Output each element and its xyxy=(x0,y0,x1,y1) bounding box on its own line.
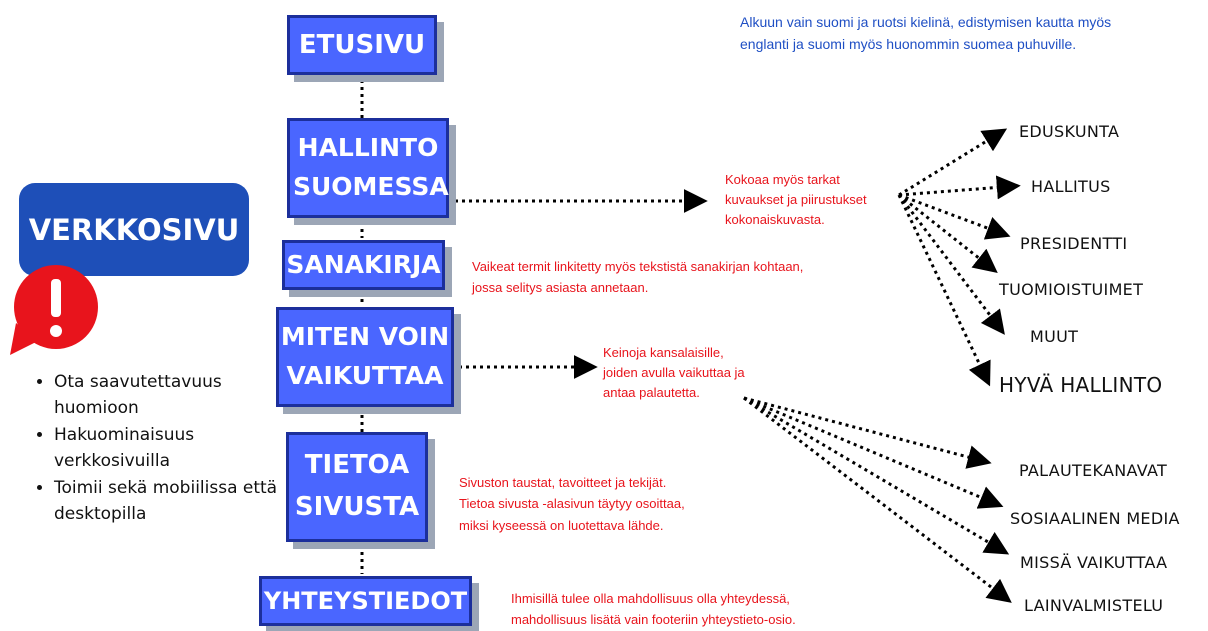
topic-hyva-hallinto[interactable]: HYVÄ HALLINTO xyxy=(999,373,1163,397)
topic-missa-vaikuttaa[interactable]: MISSÄ VAIKUTTAA xyxy=(1020,553,1168,572)
requirement-item: Toimii sekä mobiilissa että desktopilla xyxy=(54,476,284,527)
exclamation-bubble-icon xyxy=(10,265,98,355)
hallinto-note: Kokoaa myös tarkat kuvaukset ja piirustu… xyxy=(725,172,867,228)
language-note: Alkuun vain suomi ja ruotsi kielinä, edi… xyxy=(740,14,1112,52)
topic-presidentti[interactable]: PRESIDENTTI xyxy=(1020,234,1128,253)
sanakirja-note: Vaikeat termit linkitetty myös tekstistä… xyxy=(472,259,804,296)
topic-muut[interactable]: MUUT xyxy=(1030,327,1079,346)
yhteystiedot-note: Ihmisillä tulee olla mahdollisuus olla y… xyxy=(511,591,796,628)
topic-eduskunta[interactable]: EDUSKUNTA xyxy=(1019,122,1120,141)
topic-palautekanavat[interactable]: PALAUTEKANAVAT xyxy=(1019,461,1168,480)
page-box-sanakirja[interactable]: SANAKIRJA xyxy=(282,240,445,290)
page-title-card: VERKKOSIVU xyxy=(19,183,249,276)
tietoa-note: Sivuston taustat, tavoitteet ja tekijät.… xyxy=(459,475,685,533)
requirements-list: Ota saavutettavuus huomioon Hakuominaisu… xyxy=(32,370,284,529)
topic-sosiaalinen-media[interactable]: SOSIAALINEN MEDIA xyxy=(1010,509,1180,528)
topic-lainvalmistelu[interactable]: LAINVALMISTELU xyxy=(1024,596,1164,615)
page-box-yhteystiedot[interactable]: YHTEYSTIEDOT xyxy=(259,576,472,626)
requirement-item: Hakuominaisuus verkkosivuilla xyxy=(54,423,284,474)
topic-hallitus[interactable]: HALLITUS xyxy=(1031,177,1111,196)
topic-tuomioistuimet[interactable]: TUOMIOISTUIMET xyxy=(999,280,1144,299)
vaikuttaa-note: Keinoja kansalaisille, joiden avulla vai… xyxy=(603,345,745,401)
page-box-etusivu[interactable]: ETUSIVU xyxy=(287,15,437,75)
page-title: VERKKOSIVU xyxy=(28,212,240,247)
page-box-tietoa-sivusta[interactable]: TIETOA SIVUSTA xyxy=(286,432,428,542)
requirement-item: Ota saavutettavuus huomioon xyxy=(54,370,284,421)
page-box-hallinto-suomessa[interactable]: HALLINTO SUOMESSA xyxy=(287,118,449,218)
page-box-miten-voin-vaikuttaa[interactable]: MITEN VOIN VAIKUTTAA xyxy=(276,307,454,407)
